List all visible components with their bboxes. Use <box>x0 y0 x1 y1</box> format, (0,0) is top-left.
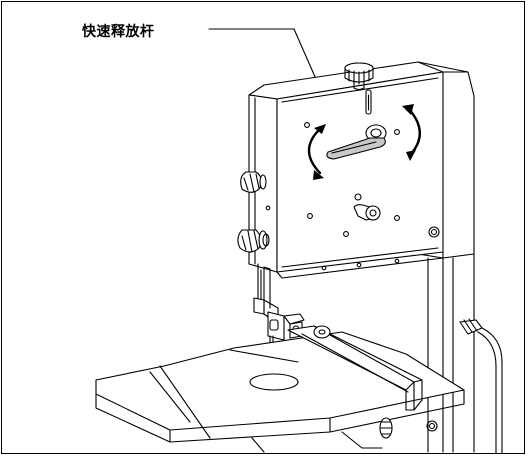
guide-adjust-knob <box>353 193 381 221</box>
work-table <box>95 331 465 443</box>
tension-indicator <box>365 89 372 115</box>
band-saw-illustration <box>95 28 503 453</box>
housing-screws <box>304 122 440 271</box>
tension-knob <box>344 62 374 91</box>
lower-guide-rollers <box>313 325 331 339</box>
table-trunnion <box>251 417 438 453</box>
side-knob-lower <box>237 205 271 253</box>
upper-wheel-housing <box>248 61 469 279</box>
quick-release-lever <box>326 124 387 160</box>
rip-fence <box>287 325 423 411</box>
power-cord <box>459 318 503 453</box>
callout-label-quick-release-lever: 快速释放杆 <box>82 24 155 40</box>
side-knob-upper <box>240 171 267 193</box>
rotation-arrowheads <box>313 104 416 180</box>
blade-guide-assembly <box>253 297 305 341</box>
